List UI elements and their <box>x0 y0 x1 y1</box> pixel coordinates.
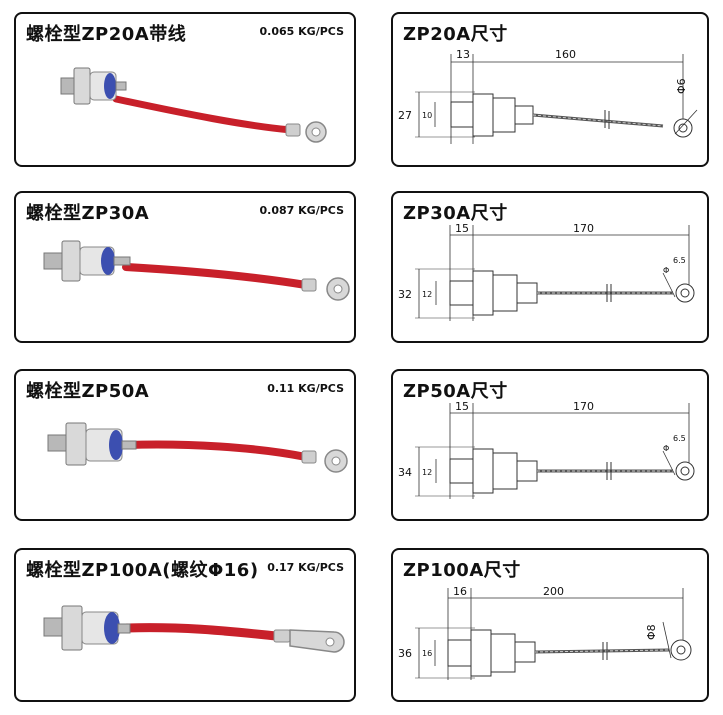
product-weight: 0.065 KG/PCS <box>259 25 344 38</box>
product-weight: 0.087 KG/PCS <box>259 204 344 217</box>
total-length-label: 170 <box>573 222 594 235</box>
dimension-card-zp30a: ZP30A尺寸 15 170 32 12 6.5 Φ <box>391 191 709 343</box>
dimension-drawing: 13 160 27 10 Φ6 <box>398 48 698 144</box>
dimension-title: ZP100A尺寸 <box>403 560 521 581</box>
dimension-card-zp100a: ZP100A尺寸 16 200 36 16 Φ8 <box>391 548 709 702</box>
dimension-drawing: 15 170 32 12 6.5 Φ <box>398 222 695 321</box>
hex-size-label: 32 <box>398 288 412 301</box>
diode-photo <box>60 67 327 143</box>
thread-length-label: 15 <box>455 222 469 235</box>
diode-photo <box>43 605 345 653</box>
hex-size-label: 27 <box>398 109 412 122</box>
total-length-label: 200 <box>543 585 564 598</box>
inner-size-label: 12 <box>422 290 432 299</box>
hole-diameter-label: Φ8 <box>645 624 658 640</box>
hex-size-label: 34 <box>398 466 412 479</box>
product-card-zp20a: 螺栓型ZP20A带线 0.065 KG/PCS <box>14 12 356 167</box>
inner-size-label: 10 <box>422 111 432 120</box>
dimension-title: ZP30A尺寸 <box>403 203 508 224</box>
diode-photo <box>43 240 350 301</box>
inner-size-label: 16 <box>422 649 432 658</box>
dimension-title: ZP20A尺寸 <box>403 24 508 45</box>
product-card-zp100a: 螺栓型ZP100A(螺纹Φ16) 0.17 KG/PCS <box>14 548 356 702</box>
diode-photo <box>47 422 348 473</box>
inner-size-label: 12 <box>422 468 432 477</box>
product-title: 螺栓型ZP20A带线 <box>26 24 187 45</box>
hole-diameter-symbol: Φ <box>663 266 669 275</box>
hole-diameter-symbol: Φ <box>663 444 669 453</box>
hole-diameter-label: Φ6 <box>675 78 688 94</box>
product-weight: 0.11 KG/PCS <box>267 382 344 395</box>
total-length-label: 160 <box>555 48 576 61</box>
product-card-zp50a: 螺栓型ZP50A 0.11 KG/PCS <box>14 369 356 521</box>
product-title: 螺栓型ZP30A <box>26 203 150 224</box>
thread-length-label: 16 <box>453 585 467 598</box>
dimension-drawing: 15 170 34 12 6.5 Φ <box>398 400 695 499</box>
dimension-card-zp50a: ZP50A尺寸 15 170 34 12 6.5 Φ <box>391 369 709 521</box>
dimension-title: ZP50A尺寸 <box>403 381 508 402</box>
product-card-zp30a: 螺栓型ZP30A 0.087 KG/PCS <box>14 191 356 343</box>
hex-size-label: 36 <box>398 647 412 660</box>
dimension-drawing: 16 200 36 16 Φ8 <box>398 585 692 680</box>
thread-length-label: 13 <box>456 48 470 61</box>
hole-diameter-label: 6.5 <box>673 256 686 265</box>
product-title: 螺栓型ZP100A(螺纹Φ16) <box>26 560 259 581</box>
product-weight: 0.17 KG/PCS <box>267 561 344 574</box>
dimension-card-zp20a: ZP20A尺寸 13 160 27 10 Φ6 <box>391 12 709 167</box>
product-title: 螺栓型ZP50A <box>26 381 150 402</box>
hole-diameter-label: 6.5 <box>673 434 686 443</box>
thread-length-label: 15 <box>455 400 469 413</box>
total-length-label: 170 <box>573 400 594 413</box>
